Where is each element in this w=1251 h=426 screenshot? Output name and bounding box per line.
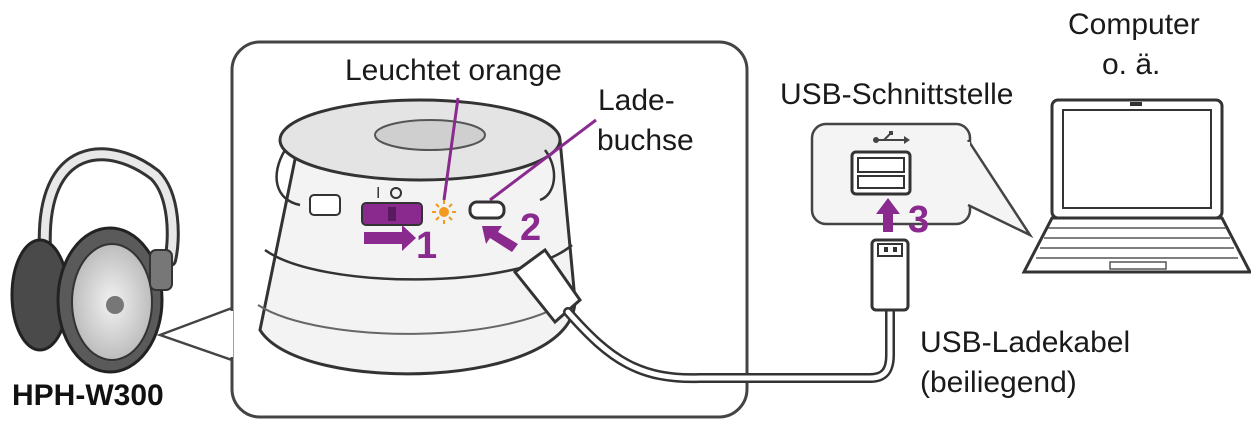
- headphones-icon: [10, 147, 180, 374]
- step-2-number: 2: [520, 207, 541, 249]
- step-3-number: 3: [908, 199, 929, 241]
- headphone-cup-detail: [257, 98, 577, 376]
- step-2-arrow: [482, 226, 518, 252]
- computer-label-line1: Computer: [1068, 8, 1200, 41]
- led-leader-line: [442, 97, 460, 201]
- step-1-number: 1: [416, 225, 437, 267]
- port-leader-line: [489, 118, 597, 202]
- usb-plug-icon: [870, 238, 910, 312]
- led-label: Leuchtet orange: [345, 54, 562, 87]
- usb-symbol-icon: [873, 131, 910, 144]
- port-label-line1: Lade-: [598, 84, 675, 117]
- step-3-arrow: [876, 198, 900, 232]
- port-label-line2: buchse: [597, 124, 694, 157]
- laptop-icon: [1021, 98, 1251, 274]
- usb-callout-pointer: [966, 139, 1034, 239]
- step-1-arrow: [364, 225, 416, 251]
- usb-port: [850, 150, 912, 196]
- model-label: HPH-W300: [12, 379, 164, 412]
- usb-c-connector: [512, 247, 582, 325]
- power-switch: I: [361, 185, 423, 226]
- usb-interface-label: USB-Schnittstelle: [780, 78, 1013, 111]
- svg-text:I: I: [376, 185, 380, 202]
- led-indicator: [432, 200, 456, 224]
- cable-label-line1: USB-Ladekabel: [920, 326, 1130, 359]
- cable-label-line2: (beiliegend): [920, 366, 1077, 399]
- charging-port: [468, 200, 506, 220]
- computer-label-line2: o. ä.: [1102, 48, 1160, 81]
- callout-pointer: [156, 306, 234, 362]
